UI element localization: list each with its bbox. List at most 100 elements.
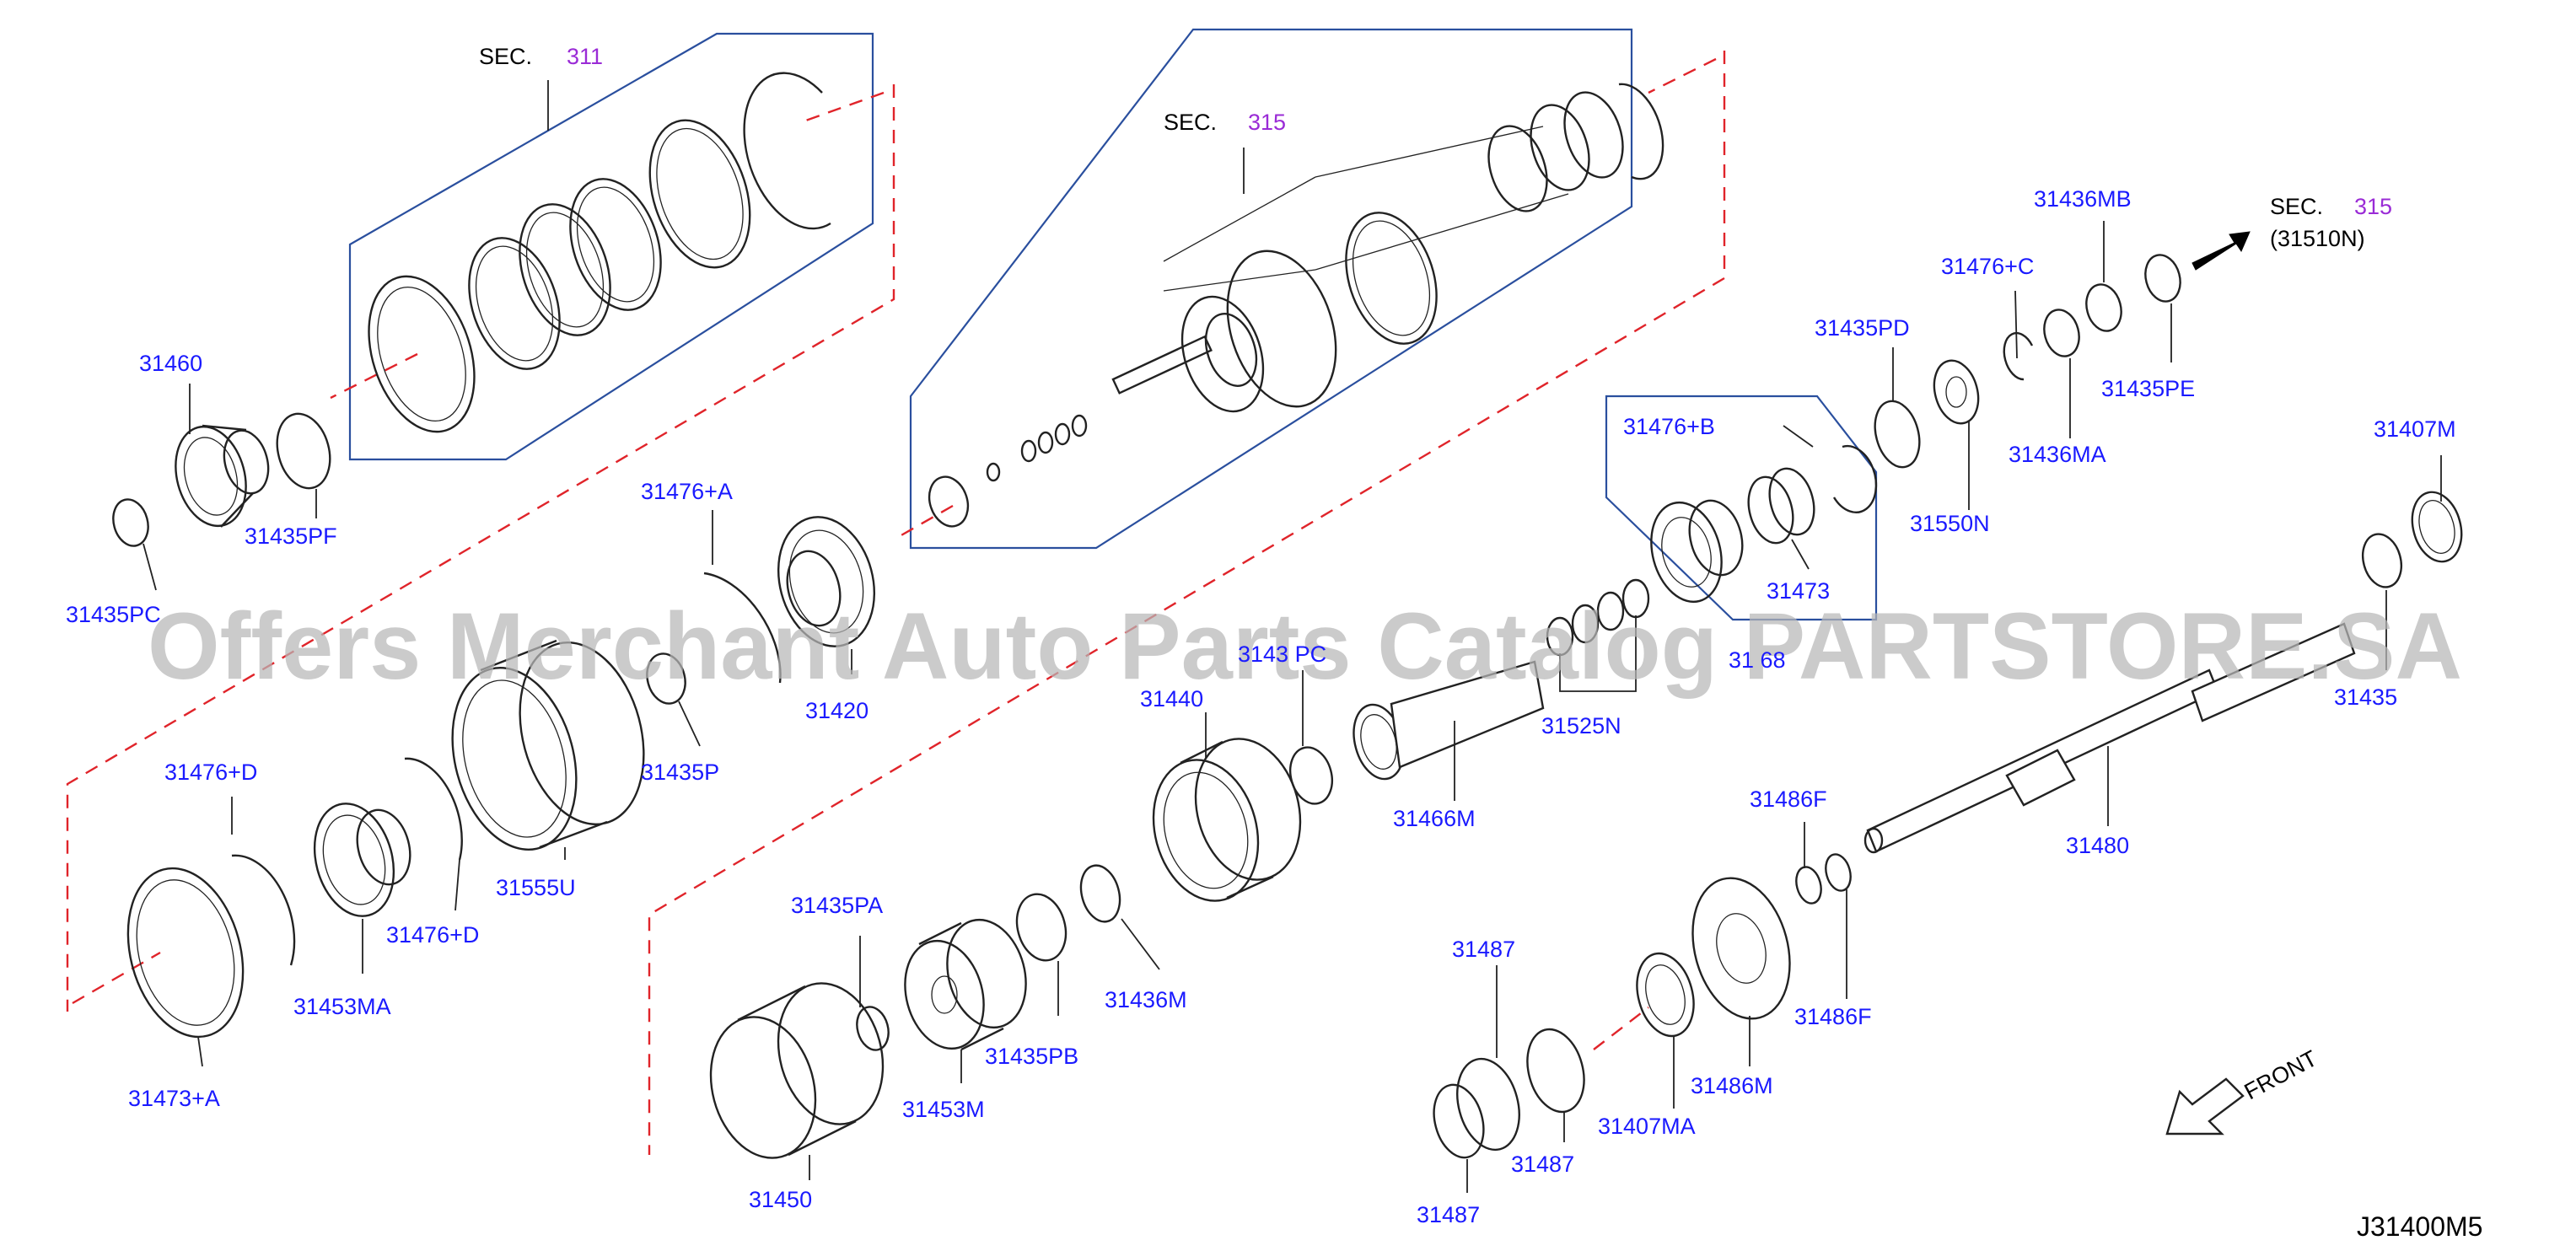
dashed-ref-line bbox=[893, 504, 954, 541]
part-label[interactable]: 31487 bbox=[1452, 937, 1515, 962]
sec-311-clutch-pack bbox=[368, 72, 831, 433]
hub-31453m bbox=[904, 918, 1027, 1051]
dashed-ref-line bbox=[648, 51, 1726, 1155]
bearing-31473 bbox=[1747, 467, 1815, 545]
front-label: FRONT bbox=[2240, 1045, 2321, 1104]
part-label[interactable]: 31473 bbox=[1767, 578, 1830, 604]
section-ref-315-number[interactable]: 315 bbox=[2354, 194, 2392, 219]
part-label[interactable]: 31476+D bbox=[386, 922, 479, 948]
part-label[interactable]: 31420 bbox=[805, 698, 869, 723]
ring-31525n bbox=[1596, 591, 1625, 631]
part-label[interactable]: 31476+A bbox=[641, 479, 733, 504]
part-label[interactable]: 31550N bbox=[1910, 511, 1990, 536]
part-label[interactable]: 31435 bbox=[2334, 685, 2397, 710]
bearing-31407m bbox=[2411, 491, 2463, 563]
part-label[interactable]: 31480 bbox=[2066, 833, 2129, 858]
section-ref-311-prefix: SEC. bbox=[479, 44, 532, 69]
part-label[interactable]: 31435PE bbox=[2101, 376, 2195, 401]
part-label[interactable]: 31476+B bbox=[1623, 414, 1715, 439]
dashed-ref-line bbox=[1593, 1007, 1649, 1050]
gear-31486m bbox=[1691, 877, 1791, 1020]
part-label[interactable]: 31436MB bbox=[2034, 186, 2132, 212]
part-label[interactable]: 31460 bbox=[139, 351, 202, 376]
dashed-ref-line bbox=[72, 951, 161, 1005]
dashed-ref-line bbox=[800, 91, 885, 124]
inset-outline bbox=[1605, 395, 1878, 621]
part-label[interactable]: 31476+D bbox=[164, 760, 257, 785]
ring-31435pc bbox=[112, 498, 149, 547]
gear-31550n bbox=[1933, 359, 1980, 425]
snap-ring-31476d bbox=[231, 854, 296, 966]
ring-3143pc bbox=[1289, 746, 1333, 805]
part-label[interactable]: 31436M bbox=[1105, 987, 1187, 1012]
ring-31487 bbox=[1526, 1028, 1585, 1114]
part-label[interactable]: 31436MA bbox=[2009, 442, 2106, 467]
section-ref-315-prefix: SEC. bbox=[1164, 110, 1217, 135]
part-label[interactable]: 31440 bbox=[1140, 686, 1203, 711]
leader-lines bbox=[143, 80, 2442, 1193]
section-ref-311-number[interactable]: 311 bbox=[567, 44, 603, 69]
washer-31435 bbox=[2361, 533, 2403, 588]
part-label[interactable]: 31435PF bbox=[245, 523, 337, 549]
section-ref-315-sub: (31510N) bbox=[2270, 226, 2365, 251]
part-label[interactable]: 31 68 bbox=[1729, 647, 1786, 673]
part-label[interactable]: 31435P bbox=[641, 760, 719, 785]
plate-31473a bbox=[126, 867, 245, 1039]
hub-31420 bbox=[777, 516, 876, 647]
snap-ring-31476b bbox=[1832, 445, 1878, 513]
part-label[interactable]: 31435PC bbox=[66, 602, 161, 627]
gear-inset bbox=[1650, 499, 1744, 604]
part-label[interactable]: 31487 bbox=[1417, 1202, 1480, 1227]
ring-31435pd bbox=[1874, 400, 1921, 469]
part-label[interactable]: 31466M bbox=[1393, 806, 1476, 831]
part-label[interactable]: 31486M bbox=[1691, 1073, 1773, 1098]
ring-31435p bbox=[646, 652, 686, 705]
section-ref-315-number[interactable]: 315 bbox=[1248, 110, 1286, 135]
part-label[interactable]: 31453M bbox=[902, 1097, 985, 1122]
dashed-ref-line bbox=[66, 84, 895, 1012]
part-label[interactable]: 31407MA bbox=[1598, 1114, 1696, 1139]
part-label[interactable]: 31487 bbox=[1511, 1152, 1574, 1177]
part-label[interactable]: 31486F bbox=[1750, 787, 1827, 812]
snap-ring-31476c bbox=[2003, 331, 2034, 381]
part-label[interactable]: 31476+C bbox=[1941, 254, 2034, 279]
clutch-pack-31450 bbox=[709, 982, 885, 1159]
mainshaft-31480 bbox=[1863, 622, 2356, 854]
ring-31435pb bbox=[1015, 893, 1068, 962]
part-label[interactable]: 31555U bbox=[496, 875, 576, 900]
sec-311-outline bbox=[348, 32, 874, 461]
dashed-ref-line bbox=[330, 352, 418, 400]
ring-31487 bbox=[1433, 1083, 1485, 1159]
ring-31487 bbox=[1456, 1057, 1520, 1152]
part-label[interactable]: 3143 PC bbox=[1238, 642, 1326, 667]
snap-ring-31476d bbox=[404, 757, 463, 861]
gear-31460 bbox=[175, 424, 270, 528]
drum-31555u bbox=[451, 639, 645, 851]
seal-31407ma bbox=[1636, 952, 1695, 1038]
ring-31486f bbox=[1795, 866, 1822, 905]
part-label[interactable]: 31525N bbox=[1541, 713, 1621, 738]
part-label[interactable]: 31453MA bbox=[293, 994, 391, 1019]
part-label[interactable]: 31435PB bbox=[985, 1044, 1078, 1069]
ring-31435pf bbox=[276, 412, 331, 490]
part-label[interactable]: 31407M bbox=[2374, 416, 2456, 442]
ring-31486f bbox=[1825, 853, 1852, 892]
diagram-code: J31400M5 bbox=[2357, 1211, 2482, 1242]
ring-31436ma bbox=[2043, 309, 2080, 357]
part-label[interactable]: 31450 bbox=[749, 1187, 812, 1212]
part-label[interactable]: 31435PD bbox=[1815, 315, 1910, 341]
hub-31453ma bbox=[313, 803, 411, 917]
part-label[interactable]: 31435PA bbox=[791, 893, 883, 918]
sec-315-outline bbox=[909, 28, 1633, 550]
ring-31435pa bbox=[856, 1006, 890, 1051]
ring-31436m bbox=[1079, 864, 1121, 923]
ring-31435pe bbox=[2144, 254, 2181, 303]
watermark: Offers Merchant Auto Parts Catalog PARTS… bbox=[148, 593, 2462, 699]
ring-31525n bbox=[1571, 604, 1600, 644]
part-label[interactable]: 31486F bbox=[1794, 1004, 1872, 1029]
part-label[interactable]: 31473+A bbox=[128, 1086, 220, 1111]
section-ref-315-prefix: SEC. bbox=[2270, 194, 2323, 219]
front-arrow-icon bbox=[2165, 1077, 2245, 1136]
shaft-31466m bbox=[1353, 660, 1545, 781]
